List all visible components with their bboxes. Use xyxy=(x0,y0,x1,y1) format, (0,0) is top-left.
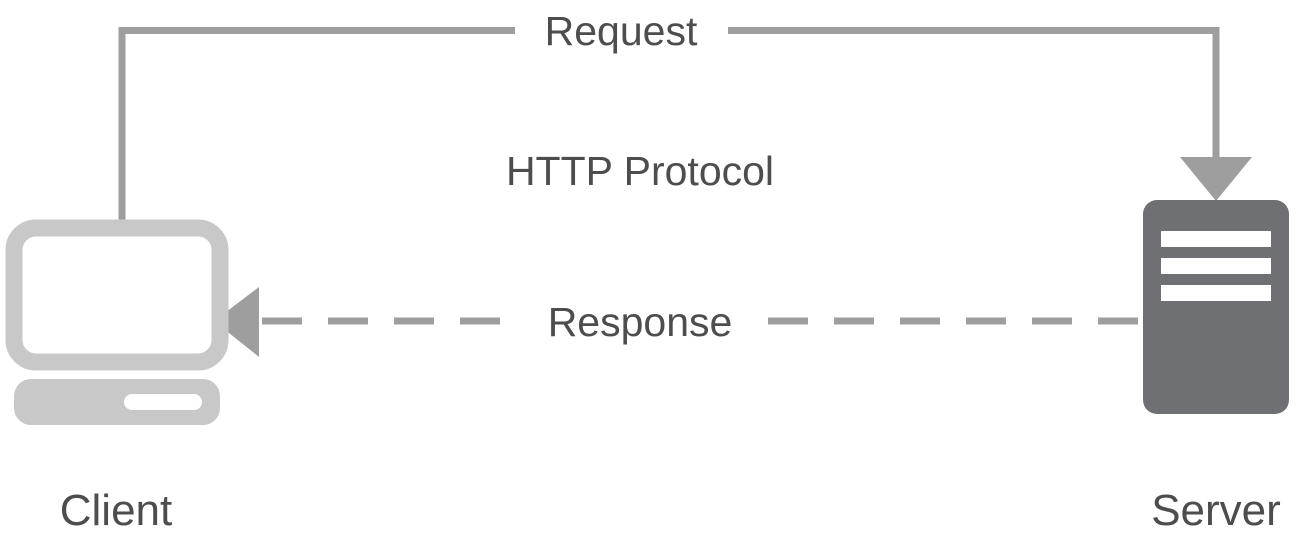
protocol-label: HTTP Protocol xyxy=(506,148,774,194)
response-label: Response xyxy=(548,299,733,345)
server-bar-3 xyxy=(1161,285,1271,301)
request-arrowhead-down-icon xyxy=(1180,157,1252,201)
client-node xyxy=(5,219,229,425)
desktop-computer-icon xyxy=(5,219,229,425)
client-monitor-screen xyxy=(31,245,203,345)
client-monitor-bezel xyxy=(5,219,229,371)
response-connection xyxy=(214,287,1147,357)
server-node xyxy=(1143,200,1289,414)
request-connection xyxy=(118,27,1252,232)
server-bar-2 xyxy=(1161,258,1271,274)
client-label: Client xyxy=(60,486,173,535)
server-chassis xyxy=(1143,200,1289,414)
server-rack-icon xyxy=(1143,200,1289,414)
client-base xyxy=(14,379,220,425)
response-arrowhead-left-icon xyxy=(214,287,259,357)
client-base-slot xyxy=(124,394,202,410)
server-label: Server xyxy=(1151,486,1281,535)
request-label: Request xyxy=(545,8,698,54)
server-bar-1 xyxy=(1161,231,1271,247)
